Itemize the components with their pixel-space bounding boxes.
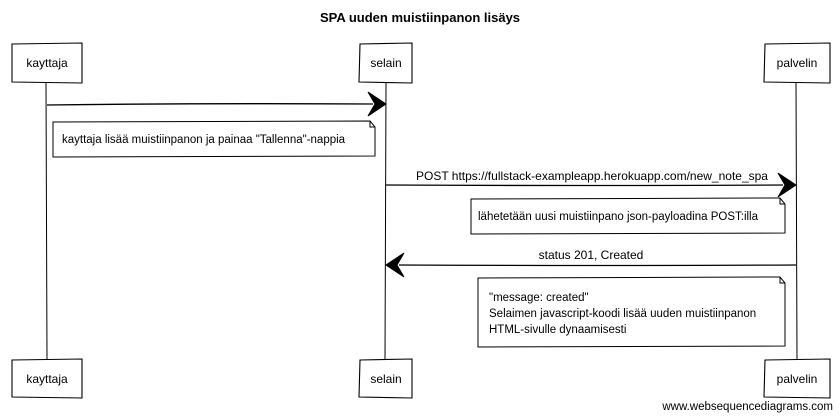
- message-2-label: POST https://fullstack-exampleapp.heroku…: [416, 169, 768, 183]
- note-1: kayttaja lisää muistiinpanon ja painaa "…: [52, 120, 376, 158]
- lifeline-kayttaja: [45, 81, 48, 361]
- credit-text: www.websequencediagrams.com: [661, 401, 833, 413]
- arrowhead: [385, 252, 405, 278]
- participant-label: palvelin: [777, 56, 818, 70]
- participant-bottom-palvelin: palvelin: [763, 358, 831, 399]
- participant-top-selain: selain: [358, 42, 413, 84]
- note-2-line-1: lähetetään uusi muistiinpano json-payloa…: [478, 211, 759, 223]
- note-1-line-1: kayttaja lisää muistiinpanon ja painaa "…: [62, 134, 346, 146]
- arrowhead: [367, 91, 387, 117]
- participant-label: selain: [370, 56, 401, 70]
- participant-label: selain: [370, 372, 401, 386]
- participant-top-palvelin: palvelin: [763, 42, 831, 84]
- message-3-label: status 201, Created: [539, 248, 644, 262]
- note-3-line-3: HTML-sivulle dynaamisesti: [489, 324, 626, 336]
- message-kayttaja-to-selain: [46, 91, 387, 117]
- participant-label: kayttaja: [26, 372, 68, 386]
- participant-label: kayttaja: [26, 56, 68, 70]
- message-palvelin-to-selain: status 201, Created: [385, 248, 797, 278]
- lifeline-palvelin: [795, 81, 798, 361]
- participant-bottom-kayttaja: kayttaja: [11, 358, 83, 399]
- note-2: lähetetään uusi muistiinpano json-payloa…: [470, 197, 786, 235]
- participant-label: palvelin: [777, 372, 818, 386]
- arrowhead: [777, 172, 797, 198]
- diagram-title: SPA uuden muistiinpanon lisäys: [320, 10, 520, 25]
- message-selain-to-palvelin: POST https://fullstack-exampleapp.heroku…: [385, 169, 797, 198]
- note-3-line-1: "message: created": [489, 292, 589, 304]
- lifeline-selain: [384, 81, 387, 361]
- participant-bottom-selain: selain: [358, 358, 413, 399]
- note-3-line-2: Selaimen javascript-koodi lisää uuden mu…: [489, 308, 756, 320]
- note-3: "message: created" Selaimen javascript-k…: [477, 276, 786, 348]
- participant-top-kayttaja: kayttaja: [11, 42, 83, 84]
